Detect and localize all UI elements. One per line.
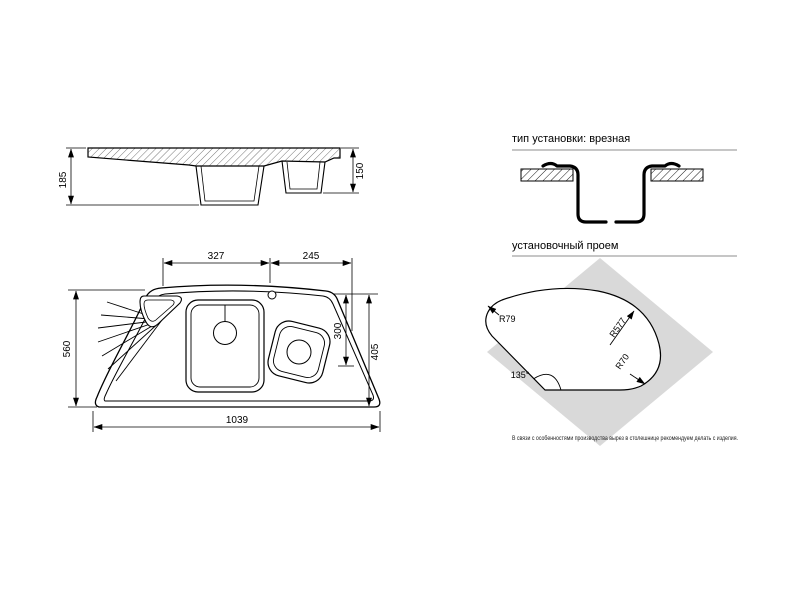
r577-leader [609, 310, 635, 346]
install-type-section: тип установки: врезная [512, 133, 737, 224]
dim-label-300: 300 [333, 322, 344, 339]
dimension-560 [68, 289, 145, 408]
dimension-185 [66, 147, 199, 206]
plan-view: 327 245 560 300 405 1039 [62, 251, 381, 432]
side-view-main-bowl [195, 165, 265, 206]
dimension-150 [323, 147, 359, 194]
side-view-main-bowl-inner [200, 165, 260, 202]
dimension-1039 [92, 411, 381, 432]
dim-label-327: 327 [208, 251, 225, 262]
angle-arc [533, 373, 562, 391]
r70-leader [629, 373, 646, 385]
plan-small-bowl [139, 295, 182, 328]
dim-label-1039: 1039 [226, 415, 249, 426]
side-view-rim-band [87, 147, 341, 167]
plan-tap-hole [267, 290, 277, 300]
dim-label-560: 560 [62, 340, 73, 357]
side-view-right-bowl [281, 160, 326, 194]
dim-label-185: 185 [58, 171, 69, 188]
cutout-note: В связи с особенностями производства выр… [512, 434, 738, 442]
countertop-left [520, 168, 574, 182]
countertop-right [650, 168, 704, 182]
radius-label-r79: R79 [499, 314, 516, 324]
sink-profile [541, 161, 681, 224]
angle-label-135: 135° [511, 370, 530, 380]
plan-small-bowl-inner [143, 299, 175, 322]
plan-right-bowl-drain [286, 339, 312, 365]
cutout-section: установочный проем R79 R577 R70 135° В с… [485, 240, 738, 446]
cutout-title: установочный проем [512, 240, 618, 252]
plan-main-bowl [185, 299, 265, 393]
side-view: 185 150 [58, 147, 366, 206]
side-view-right-bowl-inner [286, 161, 321, 190]
r79-leader [487, 305, 500, 316]
dim-label-405: 405 [370, 343, 381, 360]
dim-label-150: 150 [355, 162, 366, 179]
install-type-title: тип установки: врезная [512, 133, 630, 145]
dimension-300-405 [334, 293, 378, 407]
dim-label-245: 245 [303, 251, 320, 262]
dimension-327-245 [162, 258, 353, 331]
plan-main-bowl-drain [213, 321, 237, 345]
